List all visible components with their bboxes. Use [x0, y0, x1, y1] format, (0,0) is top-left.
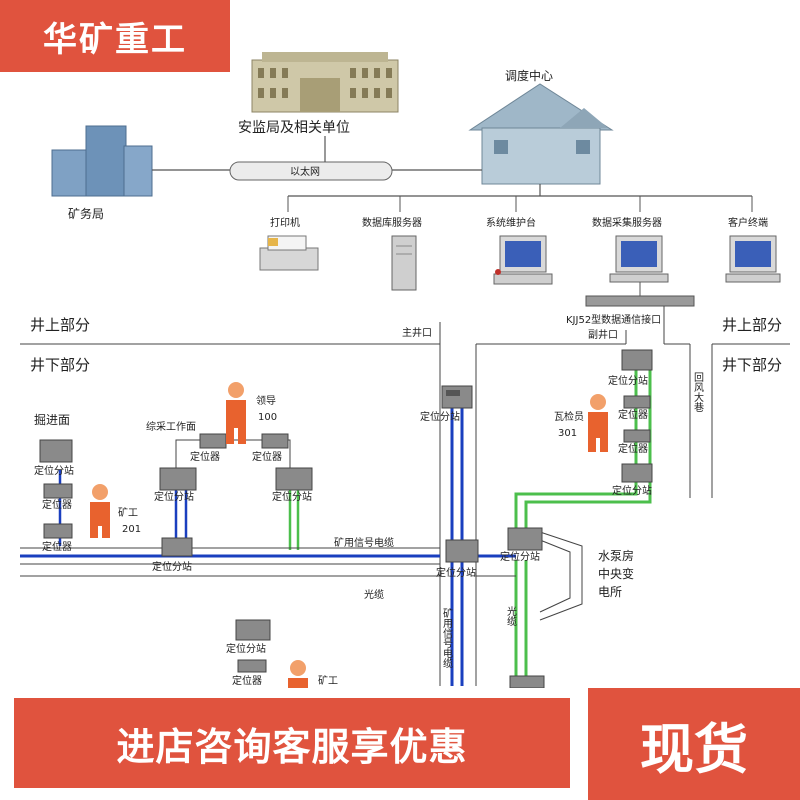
station-fm-left	[159, 467, 197, 491]
leader-label: 领导	[256, 394, 276, 407]
ethernet-label: 以太网	[290, 165, 320, 178]
pump-room-label-3: 电所	[598, 585, 622, 599]
heading-face-label: 掘进面	[34, 412, 70, 427]
station-pump-label: 定位分站	[500, 550, 540, 563]
locator-lower-1-label: 定位器	[232, 674, 262, 687]
station-fm-right	[275, 467, 313, 491]
miner1-figure-icon	[90, 484, 110, 538]
gas-inspector-figure-icon	[588, 394, 608, 452]
pump-room-label-2: 中央变	[598, 566, 634, 581]
station-junction	[445, 539, 479, 563]
interface-label: KJJ52型数据通信接口	[566, 313, 661, 326]
signal-cable-vertical-label-group: 矿用信号电缆	[441, 607, 453, 668]
interface-device-icon	[585, 295, 695, 307]
locator-aux-2-label: 定位器	[618, 442, 648, 455]
db-server-icon	[391, 235, 417, 291]
section-above-left: 井上部分	[30, 316, 90, 334]
gas-inspector-id: 301	[558, 428, 577, 439]
collector-monitor-icon	[609, 235, 669, 283]
client-label: 客户终端	[728, 216, 768, 229]
dispatch-house-icon	[468, 83, 614, 185]
miner1-label: 矿工	[118, 506, 138, 519]
miner1-id: 201	[122, 524, 141, 535]
locator-aux-1	[623, 395, 651, 409]
promo-banner: 进店咨询客服享优惠 现货	[0, 688, 800, 800]
client-monitor-icon	[725, 235, 781, 283]
locator-aux-1-label: 定位器	[618, 408, 648, 421]
fiber-vertical-label: 光缆	[505, 605, 517, 626]
station-heading	[39, 439, 73, 463]
locator-fm-1	[199, 433, 227, 449]
ethernet-pipe	[229, 161, 393, 181]
fully-mech-label: 综采工作面	[146, 420, 196, 433]
station-junction-label: 定位分站	[436, 566, 476, 579]
main-shaft-label: 主井口	[402, 326, 432, 339]
printer-label: 打印机	[270, 216, 300, 229]
section-above-right: 井上部分	[722, 316, 782, 334]
station-fm-left-label: 定位分站	[154, 490, 194, 503]
station-main-shaft-label: 定位分站	[420, 410, 460, 423]
printer-icon	[259, 235, 319, 271]
station-aux-2	[621, 463, 653, 483]
locator-fm-2	[261, 433, 289, 449]
locator-heading-2	[43, 523, 73, 539]
fiber-vertical-label-group: 光缆	[505, 605, 517, 626]
db-server-label: 数据库服务器	[362, 216, 422, 229]
gas-inspector-label: 瓦检员	[554, 410, 584, 423]
brand-banner: 华矿重工	[0, 0, 230, 72]
station-fm-right-label: 定位分站	[272, 490, 312, 503]
return-air-label-group: 回风大巷	[692, 372, 704, 412]
mine-bureau-building-icon	[51, 125, 153, 197]
locator-lower-1	[237, 659, 267, 673]
station-left-roadway	[161, 537, 193, 557]
station-aux-1-label: 定位分站	[608, 374, 648, 387]
locator-aux-2	[623, 429, 651, 443]
leader-figure-icon	[226, 382, 246, 444]
maintenance-label: 系统维护台	[486, 216, 536, 229]
station-lower	[235, 619, 271, 641]
locator-heading-1-label: 定位器	[42, 498, 72, 511]
supervision-label: 安监局及相关单位	[238, 120, 350, 136]
promo-consult-button[interactable]: 进店咨询客服享优惠	[14, 698, 570, 788]
station-aux-1	[621, 349, 653, 371]
locator-fm-1-label: 定位器	[190, 450, 220, 463]
miner2-label: 矿工	[318, 674, 338, 687]
locator-heading-1	[43, 483, 73, 499]
station-main-shaft	[441, 385, 473, 409]
collector-label: 数据采集服务器	[592, 216, 662, 229]
pump-room-label-1: 水泵房	[598, 548, 634, 563]
locator-heading-2-label: 定位器	[42, 540, 72, 553]
locator-fm-2-label: 定位器	[252, 450, 282, 463]
fiber-cable-label: 光缆	[364, 588, 384, 601]
maintenance-monitor-icon	[493, 235, 553, 285]
dispatch-label: 调度中心	[505, 68, 553, 83]
aux-shaft-label: 副井口	[588, 328, 618, 341]
station-lower-label: 定位分站	[226, 642, 266, 655]
station-aux-2-label: 定位分站	[612, 484, 652, 497]
station-heading-label: 定位分站	[34, 464, 74, 477]
section-below-right: 井下部分	[722, 356, 782, 374]
station-left-roadway-label: 定位分站	[152, 560, 192, 573]
section-below-left: 井下部分	[30, 356, 90, 374]
miner2-figure-icon	[288, 660, 308, 688]
signal-cable-label: 矿用信号电缆	[334, 536, 394, 549]
leader-id: 100	[258, 412, 277, 423]
station-pump	[507, 527, 543, 551]
mine-bureau-label: 矿务局	[68, 206, 104, 221]
supervision-building-icon	[251, 52, 399, 113]
return-air-label: 回风大巷	[692, 372, 704, 412]
promo-instock-badge[interactable]: 现货	[588, 688, 800, 800]
signal-cable-vertical-label: 矿用信号电缆	[441, 607, 453, 668]
station-bottom-right	[509, 675, 545, 689]
